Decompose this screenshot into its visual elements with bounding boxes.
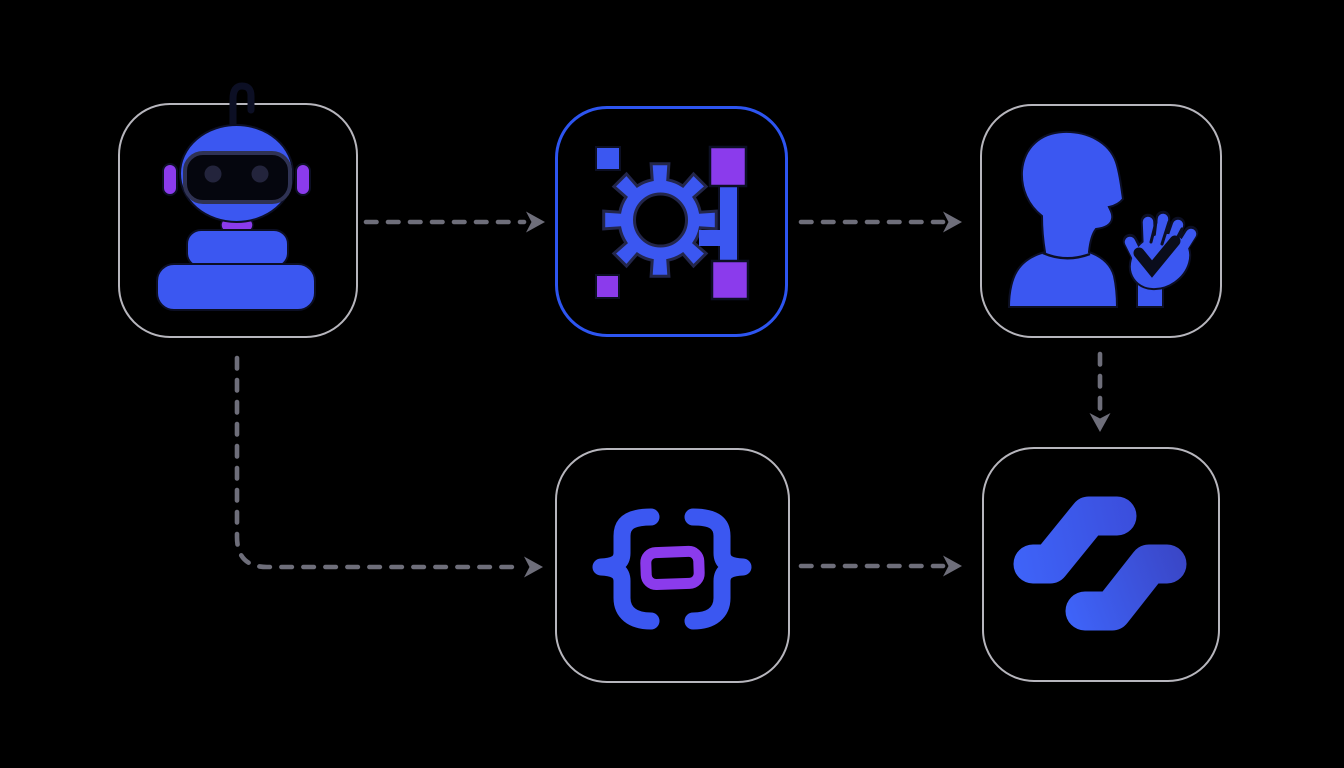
gear-icon — [602, 162, 718, 278]
robot-icon — [156, 82, 316, 311]
robot-torso — [186, 229, 289, 268]
approval-hand — [1122, 210, 1199, 308]
node-connected-app — [982, 447, 1220, 682]
arrowhead-right-icon — [943, 211, 962, 233]
workflow-square-purple-bottom-right — [710, 259, 750, 301]
node-workflow-automation — [555, 106, 788, 337]
robot-eye-left — [204, 165, 222, 183]
left-brace — [592, 508, 660, 630]
person-head-and-shoulders — [1007, 130, 1125, 308]
arrowhead-right-icon — [526, 211, 545, 233]
logo-segment-upper — [1013, 496, 1137, 584]
arrows-layer — [234, 211, 1111, 578]
checkmark-icon — [1133, 235, 1181, 278]
node-human-approval — [980, 104, 1222, 338]
robot-base — [156, 263, 316, 311]
robot-visor — [183, 151, 292, 204]
arrow-code-to-app — [798, 555, 962, 577]
code-block-rect — [640, 545, 705, 591]
workflow-square-purple-bottom-left — [595, 274, 620, 299]
gear-workflow-icon — [595, 145, 750, 301]
curly-braces-code-icon — [592, 508, 752, 630]
node-ai-agent — [118, 103, 358, 338]
robot-eye-right — [251, 165, 269, 183]
node-code-step — [555, 448, 790, 683]
robot-ear-left — [162, 163, 178, 196]
robot-ear-right — [295, 163, 311, 196]
person-collar-line — [1042, 251, 1091, 260]
workflow-square-blue — [595, 146, 621, 171]
arrowhead-right-icon — [524, 556, 543, 578]
arrow-human-to-app — [1089, 351, 1111, 432]
arrow-line — [234, 355, 525, 570]
person-approval-icon — [1007, 130, 1199, 308]
arrowhead-right-icon — [943, 555, 962, 577]
logo-segment-lower — [1065, 544, 1187, 631]
abstract-blocks-logo-icon — [1013, 496, 1187, 631]
workflow-gear-arm — [699, 230, 722, 246]
arrowhead-down-icon — [1089, 413, 1111, 432]
arrow-agent-to-code — [234, 355, 543, 578]
arrow-agent-to-workflow — [363, 211, 545, 233]
workflow-connector-bar — [718, 183, 739, 263]
workflow-square-purple-top-right — [708, 145, 748, 188]
arrow-workflow-to-human — [798, 211, 962, 233]
right-brace — [684, 508, 752, 630]
robot-antenna — [229, 82, 255, 128]
